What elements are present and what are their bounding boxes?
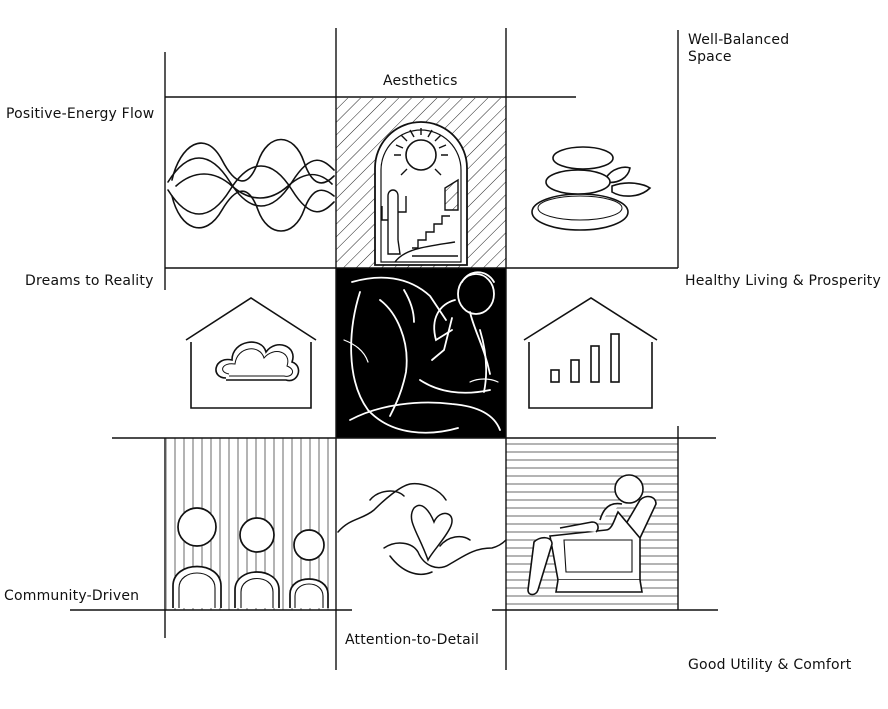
label-positive-energy-flow: Positive-Energy Flow — [6, 106, 155, 122]
meditating-figure-icon — [343, 271, 501, 434]
label-well-balanced-line2: Space — [688, 49, 732, 65]
label-well-balanced-line1: Well-Balanced — [688, 32, 790, 48]
label-healthy-living-prosperity: Healthy Living & Prosperity — [685, 273, 881, 289]
center-black-cell — [336, 268, 506, 438]
lounge-chair-icon — [527, 474, 657, 596]
label-dreams-to-reality: Dreams to Reality — [25, 273, 154, 289]
wave-icon — [167, 138, 335, 232]
community-people-icon — [172, 507, 329, 608]
label-attention-to-detail: Attention-to-Detail — [345, 632, 480, 648]
stacked-stones-icon — [531, 146, 652, 231]
label-community-driven: Community-Driven — [4, 588, 140, 604]
label-aesthetics: Aesthetics — [383, 73, 458, 89]
grid-lines — [70, 28, 718, 670]
house-cloud-icon — [185, 297, 317, 409]
hands-heart-icon — [337, 482, 507, 576]
house-growth-chart-icon — [523, 297, 658, 409]
sun-arch-icon — [374, 121, 468, 266]
label-good-utility-comfort: Good Utility & Comfort — [688, 657, 852, 673]
